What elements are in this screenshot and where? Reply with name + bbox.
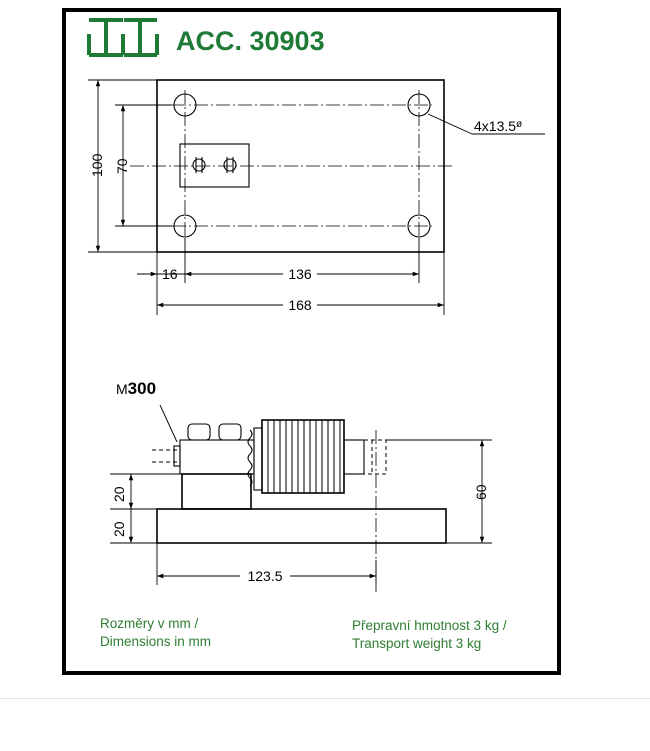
tt-brand-logo-icon (87, 18, 159, 57)
screw-icon (192, 158, 206, 172)
mounting-hole (407, 214, 431, 238)
dimension-height-inner: 70 (114, 158, 130, 174)
connector-block (179, 143, 250, 188)
cooling-fins (267, 420, 341, 493)
dimension-hole-spacing: 136 (288, 266, 312, 282)
dimension-block-height: 20 (111, 486, 127, 502)
note-dimensions-en: Dimensions in mm (100, 634, 211, 649)
base-plate-side (156, 508, 447, 544)
note-weight-cz: Přepravní hmotnost 3 kg / (352, 618, 507, 633)
mounting-hole (173, 93, 197, 117)
model-label: M300 (116, 379, 156, 398)
mounting-hole (173, 214, 197, 238)
page-divider (0, 698, 650, 699)
dimension-height-outer: 100 (89, 153, 105, 177)
dimension-offset: 16 (162, 266, 178, 282)
note-dimensions-cz: Rozměry v mm / (100, 616, 199, 631)
load-button-hidden (363, 439, 387, 475)
drawing-frame (62, 8, 561, 675)
side-view: M300 (110, 379, 492, 592)
mounting-hole (407, 93, 431, 117)
screw-icon (223, 158, 237, 172)
top-view: 4x13.5ø 100 70 16 136 168 (88, 79, 545, 315)
dimension-base-height: 20 (111, 521, 127, 537)
notes: Rozměry v mm / Dimensions in mm Přepravn… (100, 616, 507, 651)
dimension-length-top: 168 (288, 297, 312, 313)
dimension-total-height: 60 (473, 484, 489, 500)
drawing-title: ACC. 30903 (176, 26, 325, 56)
dimension-length-side: 123.5 (247, 568, 282, 584)
hole-callout: 4x13.5ø (474, 118, 522, 134)
note-weight-en: Transport weight 3 kg (352, 636, 481, 651)
